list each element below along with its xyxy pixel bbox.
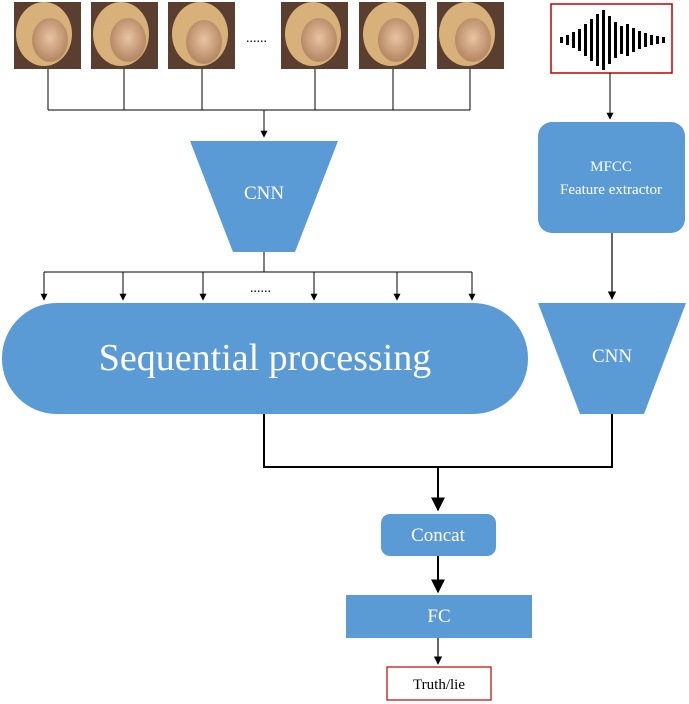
audio-cnn-block: CNN: [538, 303, 686, 414]
output-block: Truth/lie: [386, 666, 492, 701]
sequential-processing-block: Sequential processing: [2, 303, 528, 414]
feature-ellipsis: ......: [250, 281, 271, 296]
video-frame: [281, 2, 348, 69]
video-frame: [168, 2, 235, 69]
fc-block: FC: [346, 595, 532, 665]
video-frame: [359, 2, 426, 69]
frames-bus: [47, 69, 471, 138]
feature-fanout: ......: [40, 252, 476, 301]
audio-cnn-label: CNN: [592, 346, 632, 367]
mfcc-label-line2: Feature extractor: [560, 182, 662, 198]
output-label: Truth/lie: [413, 677, 465, 693]
merge-wires: [263, 414, 613, 512]
video-cnn-block: CNN: [190, 141, 338, 252]
mfcc-feature-extractor-block: MFCC Feature extractor: [538, 122, 685, 300]
video-cnn-label: CNN: [244, 183, 284, 204]
audio-waveform-icon: [560, 10, 665, 70]
concat-block: Concat: [381, 514, 496, 594]
video-frame: [91, 2, 158, 69]
audio-input: [550, 3, 673, 120]
video-frame: [14, 2, 81, 69]
concat-label: Concat: [411, 525, 466, 546]
video-frame: [437, 2, 504, 69]
fc-label: FC: [427, 606, 450, 627]
mfcc-label-line1: MFCC: [590, 159, 632, 175]
frames-ellipsis: ......: [246, 31, 267, 46]
sequential-label: Sequential processing: [99, 337, 431, 379]
video-frames: ......: [14, 2, 504, 69]
